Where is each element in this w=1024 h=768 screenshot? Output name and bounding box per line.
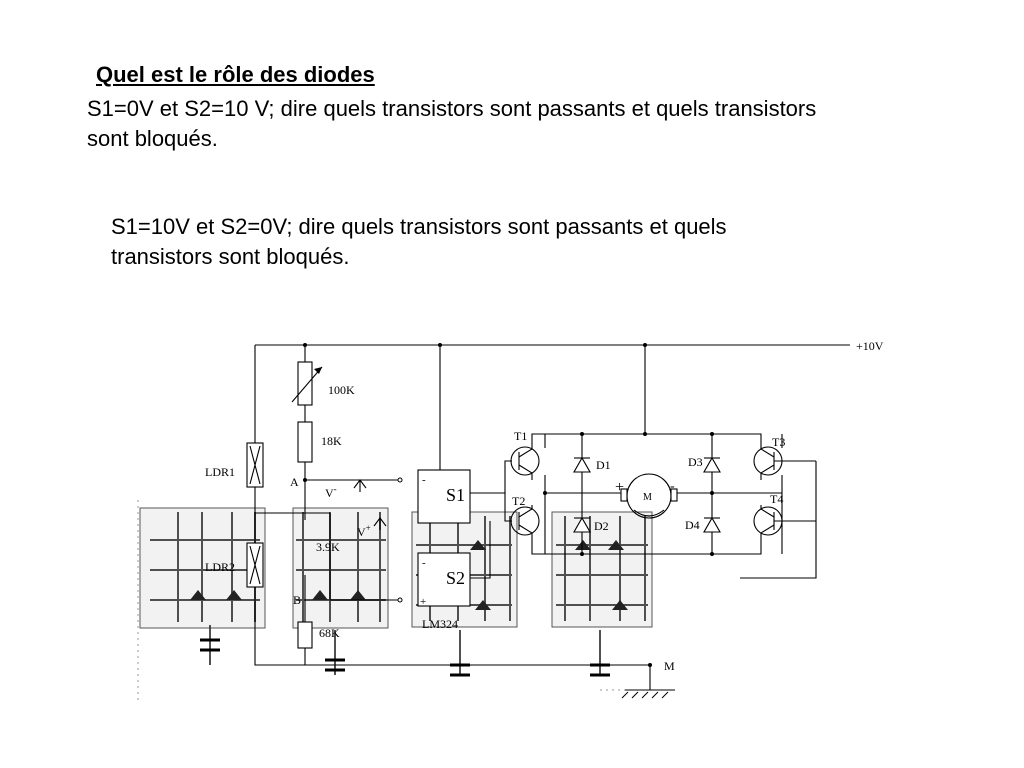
label-comp2-plus: + <box>420 596 426 608</box>
label-t1: T1 <box>514 429 527 443</box>
question-1: S1=0V et S2=10 V; dire quels transistors… <box>87 96 817 151</box>
label-ground: M <box>664 659 675 673</box>
diode-d4 <box>703 516 721 533</box>
label-t4: T4 <box>770 492 783 506</box>
label-supply: +10V <box>856 339 884 353</box>
question-2: S1=10V et S2=0V; dire quels transistors … <box>111 214 727 269</box>
label-node-b: B <box>293 593 301 607</box>
diode-d1 <box>573 456 591 473</box>
label-r2: 3.9K <box>316 540 340 554</box>
label-motor: M <box>643 492 652 503</box>
comparator-s1 <box>417 469 471 524</box>
label-ldr2: LDR2 <box>205 560 235 574</box>
label-r-pot: 100K <box>328 383 355 397</box>
label-v-plus: V+ <box>357 523 371 539</box>
ldr2 <box>246 542 264 588</box>
diode-d2 <box>573 516 591 533</box>
label-d1: D1 <box>596 458 611 472</box>
voltage-arrows <box>353 477 403 603</box>
scan-artifacts <box>137 500 660 700</box>
resistor-68k <box>297 621 313 649</box>
label-v-minus: V- <box>325 484 337 500</box>
label-t3: T3 <box>772 435 785 449</box>
comparator-s2 <box>417 552 471 607</box>
slide-heading: Quel est le rôle des diodes <box>96 62 375 87</box>
label-r1: 18K <box>321 434 342 448</box>
motor <box>620 473 678 519</box>
junctions <box>303 343 714 667</box>
label-d3: D3 <box>688 455 703 469</box>
transistor-t4 <box>750 505 795 555</box>
label-d2: D2 <box>594 519 609 533</box>
label-motor-plus: + <box>615 479 624 496</box>
potentiometer-100k <box>291 361 323 406</box>
wiring <box>254 344 850 699</box>
label-d4: D4 <box>685 518 700 532</box>
label-node-a: A <box>290 475 299 489</box>
label-ldr1: LDR1 <box>205 465 235 479</box>
label-comp2-minus: - <box>422 557 426 569</box>
transistor-t1 <box>510 433 545 480</box>
transistor-t3 <box>750 433 795 480</box>
label-t2: T2 <box>512 494 525 508</box>
ldr1 <box>246 442 264 488</box>
label-opamp: LM324 <box>422 617 458 631</box>
label-r3: 68K <box>319 626 340 640</box>
label-comp1-minus: - <box>422 474 426 486</box>
label-comp2: S2 <box>446 568 465 588</box>
resistor-18k <box>297 421 313 463</box>
label-comp1: S1 <box>446 485 465 505</box>
label-motor-minus: - <box>670 479 675 494</box>
diode-d3 <box>703 456 721 473</box>
transistor-t2 <box>510 505 545 555</box>
